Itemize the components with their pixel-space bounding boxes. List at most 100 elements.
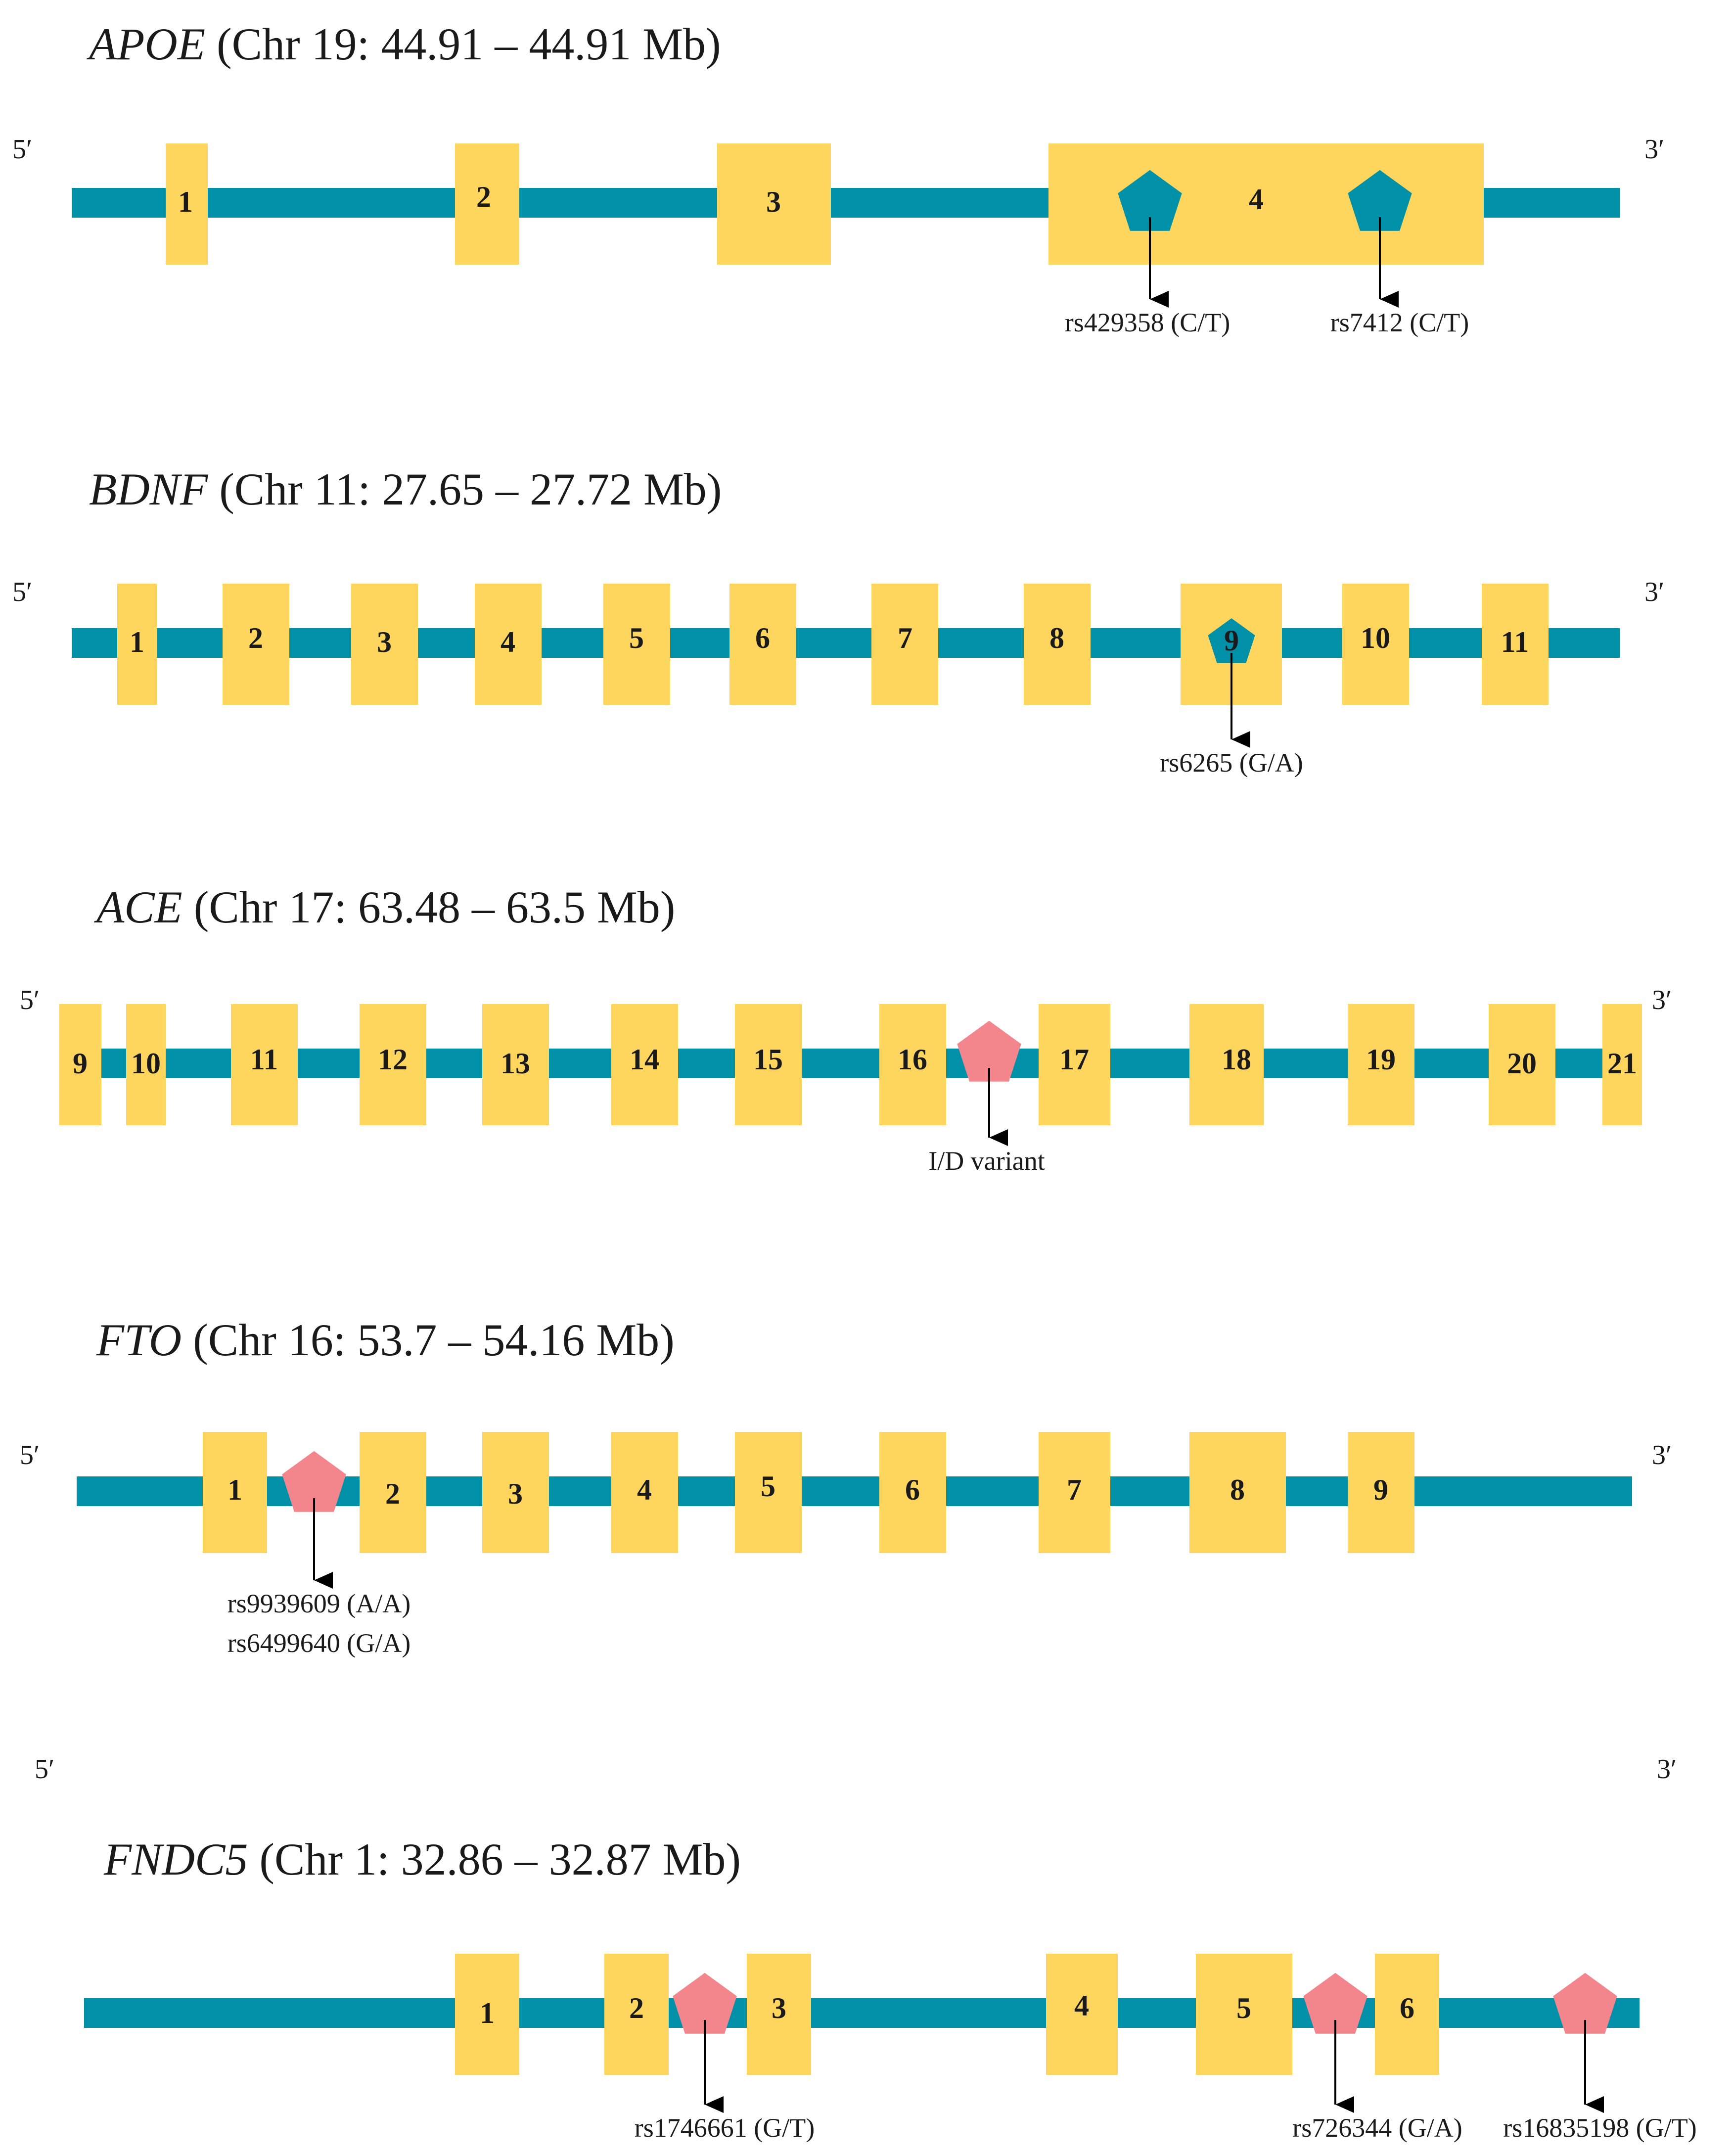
exon-box <box>1189 1432 1286 1553</box>
exon-box <box>1039 1432 1110 1553</box>
exon-number: 8 <box>1049 622 1064 654</box>
gene-location: (Chr 19: 44.91 – 44.91 Mb) <box>205 19 721 69</box>
exon-number: 4 <box>1074 1989 1089 2022</box>
variant-marker-pentagon <box>1348 170 1412 231</box>
five-prime-label: 5′ <box>20 985 40 1015</box>
variant-label: rs6265 (G/A) <box>1160 748 1303 778</box>
variant-label: I/D variant <box>928 1146 1045 1176</box>
exon-number: 17 <box>1059 1043 1089 1076</box>
variant-label: rs9939609 (A/A) <box>228 1589 410 1618</box>
exon-box <box>1039 1004 1110 1125</box>
exon-number: 11 <box>250 1043 278 1076</box>
exon-box <box>603 584 670 705</box>
exon-number: 18 <box>1222 1043 1251 1076</box>
exon-number: 4 <box>1249 183 1264 216</box>
exon-box <box>611 1004 678 1125</box>
exon-box <box>871 584 938 705</box>
gene-panel-apoe: APOE (Chr 19: 44.91 – 44.91 Mb)5′3′rs429… <box>12 19 1664 337</box>
exon-number: 2 <box>476 181 491 213</box>
exon-box <box>1489 1004 1555 1125</box>
exon-box <box>879 1432 946 1553</box>
exon-number: 2 <box>629 1992 644 2024</box>
variant-marker-pentagon <box>1208 618 1255 663</box>
exon-number: 3 <box>772 1992 786 2024</box>
exon-box <box>482 1004 549 1125</box>
exon-box <box>203 1432 267 1553</box>
exon-box <box>1342 584 1409 705</box>
exon-number: 2 <box>248 622 263 654</box>
gene-name: ACE <box>93 882 182 932</box>
exon-box <box>1348 1432 1414 1553</box>
exon-box <box>59 1004 101 1125</box>
gene-panel-bdnf: BDNF (Chr 11: 27.65 – 27.72 Mb)5′3′rs626… <box>12 464 1664 778</box>
variant-label: rs726344 (G/A) <box>1292 2113 1462 2143</box>
exon-number: 9 <box>1224 624 1239 657</box>
exon-number: 15 <box>753 1043 783 1076</box>
exon-box <box>717 143 831 265</box>
variant-marker-pentagon <box>282 1451 346 1512</box>
gene-panel-fndc5: FNDC5 (Chr 1: 32.86 – 32.87 Mb)5′3′rs174… <box>35 1754 1697 2143</box>
exon-number: 1 <box>228 1473 242 1506</box>
exon-number: 12 <box>378 1043 408 1076</box>
exon-box <box>735 1432 802 1553</box>
three-prime-label: 3′ <box>1644 577 1664 607</box>
variant-marker-pentagon <box>957 1020 1021 1082</box>
exon-box <box>611 1432 678 1553</box>
gene-title: FNDC5 (Chr 1: 32.86 – 32.87 Mb) <box>103 1834 741 1884</box>
gene-name: FTO <box>96 1315 182 1365</box>
exon-box <box>735 1004 802 1125</box>
variant-label: rs429358 (C/T) <box>1065 308 1230 337</box>
gene-location: (Chr 16: 53.7 – 54.16 Mb) <box>182 1315 675 1365</box>
gene-location: (Chr 1: 32.86 – 32.87 Mb) <box>248 1834 741 1884</box>
exon-number: 9 <box>1373 1473 1388 1506</box>
exon-number: 7 <box>1067 1473 1082 1506</box>
exon-box <box>166 143 208 265</box>
exon-number: 19 <box>1366 1043 1396 1076</box>
exon-number: 7 <box>898 622 912 654</box>
variant-label: rs16835198 (G/T) <box>1503 2113 1696 2143</box>
three-prime-label: 3′ <box>1644 134 1664 165</box>
exon-box <box>117 584 157 705</box>
exon-number: 5 <box>1236 1992 1251 2024</box>
exon-number: 6 <box>755 622 770 654</box>
exon-number: 21 <box>1607 1047 1637 1080</box>
exon-box <box>1482 584 1549 705</box>
variant-label: rs7412 (C/T) <box>1330 308 1469 337</box>
exon-box <box>747 1954 811 2075</box>
three-prime-label: 3′ <box>1652 985 1672 1015</box>
five-prime-label: 5′ <box>35 1754 54 1785</box>
variant-marker-pentagon <box>1118 170 1182 231</box>
exon-number: 5 <box>629 622 644 654</box>
exon-number: 11 <box>1501 626 1529 658</box>
exon-number: 3 <box>508 1477 523 1510</box>
exon-box <box>455 143 519 265</box>
exon-box <box>475 584 542 705</box>
gene-panel-ace: ACE (Chr 17: 63.48 – 63.5 Mb) 5′ 3′ I/D var… <box>20 882 1672 1176</box>
exon-box <box>1602 1004 1642 1125</box>
exon-box <box>1024 584 1091 705</box>
gene-title: ACE (Chr 17: 63.48 – 63.5 Mb) <box>93 882 675 932</box>
exon-number: 4 <box>637 1473 652 1506</box>
exon-box <box>360 1004 426 1125</box>
exon-number: 6 <box>1400 1992 1414 2024</box>
gene-location: (Chr 17: 63.48 – 63.5 Mb) <box>182 882 676 932</box>
exon-box <box>879 1004 946 1125</box>
exon-box <box>126 1004 166 1125</box>
gene-location: (Chr 11: 27.65 – 27.72 Mb) <box>208 464 722 514</box>
exon-box <box>1348 1004 1414 1125</box>
gene-name: FNDC5 <box>103 1834 248 1884</box>
gene-panel-fto: FTO (Chr 16: 53.7 – 54.16 Mb)5′3′rs99396… <box>20 1315 1672 1658</box>
exon-number: 9 <box>73 1047 88 1080</box>
exon-box <box>231 1004 298 1125</box>
variant-label: rs1746661 (G/T) <box>635 2113 815 2143</box>
exon-number: 10 <box>131 1047 161 1080</box>
variant-marker-pentagon <box>673 1973 737 2034</box>
exon-box <box>1189 1004 1264 1125</box>
exon-number: 4 <box>501 626 515 658</box>
exon-number: 1 <box>178 185 193 218</box>
exon-number: 6 <box>905 1473 920 1506</box>
exon-number: 1 <box>130 626 144 658</box>
exon-number: 20 <box>1507 1047 1537 1080</box>
exon-box <box>351 584 418 705</box>
